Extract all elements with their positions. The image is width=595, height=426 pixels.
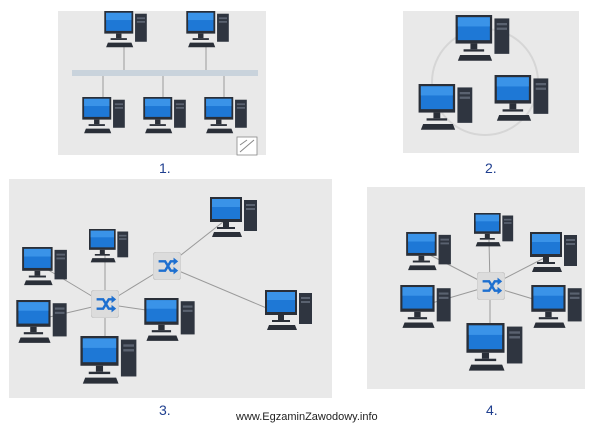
computer-icon xyxy=(265,290,312,330)
bus-cable xyxy=(72,70,258,76)
ring-topology xyxy=(418,15,549,136)
extended-star-topology xyxy=(16,197,312,384)
computer-icon xyxy=(400,285,451,328)
bus-topology xyxy=(72,11,258,156)
watermark-text: www.EgzaminZawodowy.info xyxy=(236,411,378,423)
computer-icon xyxy=(204,97,247,134)
diagram-label-1: 1. xyxy=(159,160,171,176)
computer-icon xyxy=(22,247,67,286)
diagram-label-4: 4. xyxy=(486,402,498,418)
computer-icon xyxy=(186,11,229,48)
computer-icon xyxy=(89,229,129,263)
computer-icon xyxy=(80,336,137,384)
computer-icon xyxy=(406,232,451,271)
diagram-label-2: 2. xyxy=(485,160,497,176)
computer-icon xyxy=(531,285,582,328)
diagram-label-3: 3. xyxy=(159,402,171,418)
computer-icon xyxy=(530,232,577,272)
computer-icon xyxy=(466,323,523,371)
corner-logo-icon xyxy=(236,136,258,156)
computer-icon xyxy=(474,213,514,247)
switch-icon xyxy=(153,252,181,280)
panel-extended-star xyxy=(9,179,332,398)
computer-icon xyxy=(455,15,510,61)
computer-icon xyxy=(143,97,186,134)
switch-icon xyxy=(477,272,505,300)
computer-icon xyxy=(104,11,147,48)
link xyxy=(166,265,284,316)
computer-icon xyxy=(418,84,473,130)
switch-icon xyxy=(91,290,119,318)
computer-icon xyxy=(16,300,67,343)
computer-icon xyxy=(494,75,549,121)
computer-icon xyxy=(82,97,125,134)
star-topology xyxy=(400,213,582,371)
computer-icon xyxy=(210,197,257,237)
computer-icon xyxy=(144,298,195,341)
